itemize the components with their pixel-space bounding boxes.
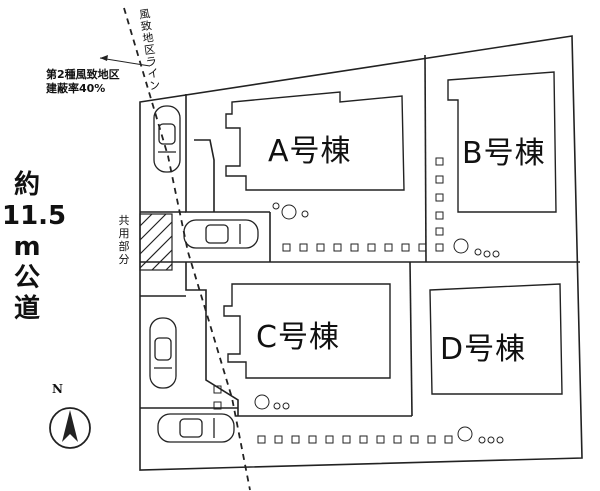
shrub-icon: [457, 426, 504, 444]
building-c-label: C号棟: [256, 320, 340, 355]
north-arrow-icon: [49, 407, 91, 449]
lot-c-access: [185, 262, 239, 416]
site-boundary: [139, 35, 583, 471]
car-icon: [149, 317, 177, 389]
north-label: N: [52, 382, 63, 396]
zone-note-line2: 建蔽率40%: [46, 82, 106, 95]
car-icon: [157, 413, 235, 443]
building-b-outline: [447, 71, 557, 213]
shared-area: [139, 213, 173, 271]
shrub-icon: [453, 238, 500, 258]
building-d-label: D号棟: [440, 332, 527, 367]
building-c-outline: [223, 283, 391, 379]
zone-note-line1: 第2種風致地区: [46, 68, 120, 81]
zone-boundary-dashed-line: [123, 7, 251, 491]
shared-area-label: 共 用 部 分: [118, 214, 130, 266]
car-icon: [153, 105, 181, 173]
fence-dots: [213, 157, 453, 444]
lot-divider-ab: [424, 54, 427, 263]
zone-note: 第2種風致地区 建蔽率40%: [46, 68, 120, 96]
building-a-label: A号棟: [268, 134, 352, 169]
zone-note-leader: [99, 57, 151, 67]
lot-divider-cd: [409, 261, 413, 417]
car-icon: [183, 219, 259, 249]
building-a-outline: [225, 91, 405, 191]
road-width-label: 約 11.5 m 公 道: [2, 170, 67, 324]
shrub-icon: [272, 202, 309, 220]
building-b-label: B号棟: [462, 136, 546, 171]
north-arrow-needle: [62, 410, 78, 442]
shrub-icon: [254, 394, 290, 410]
lot-a-access: [185, 94, 270, 213]
building-d-outline: [429, 283, 563, 395]
